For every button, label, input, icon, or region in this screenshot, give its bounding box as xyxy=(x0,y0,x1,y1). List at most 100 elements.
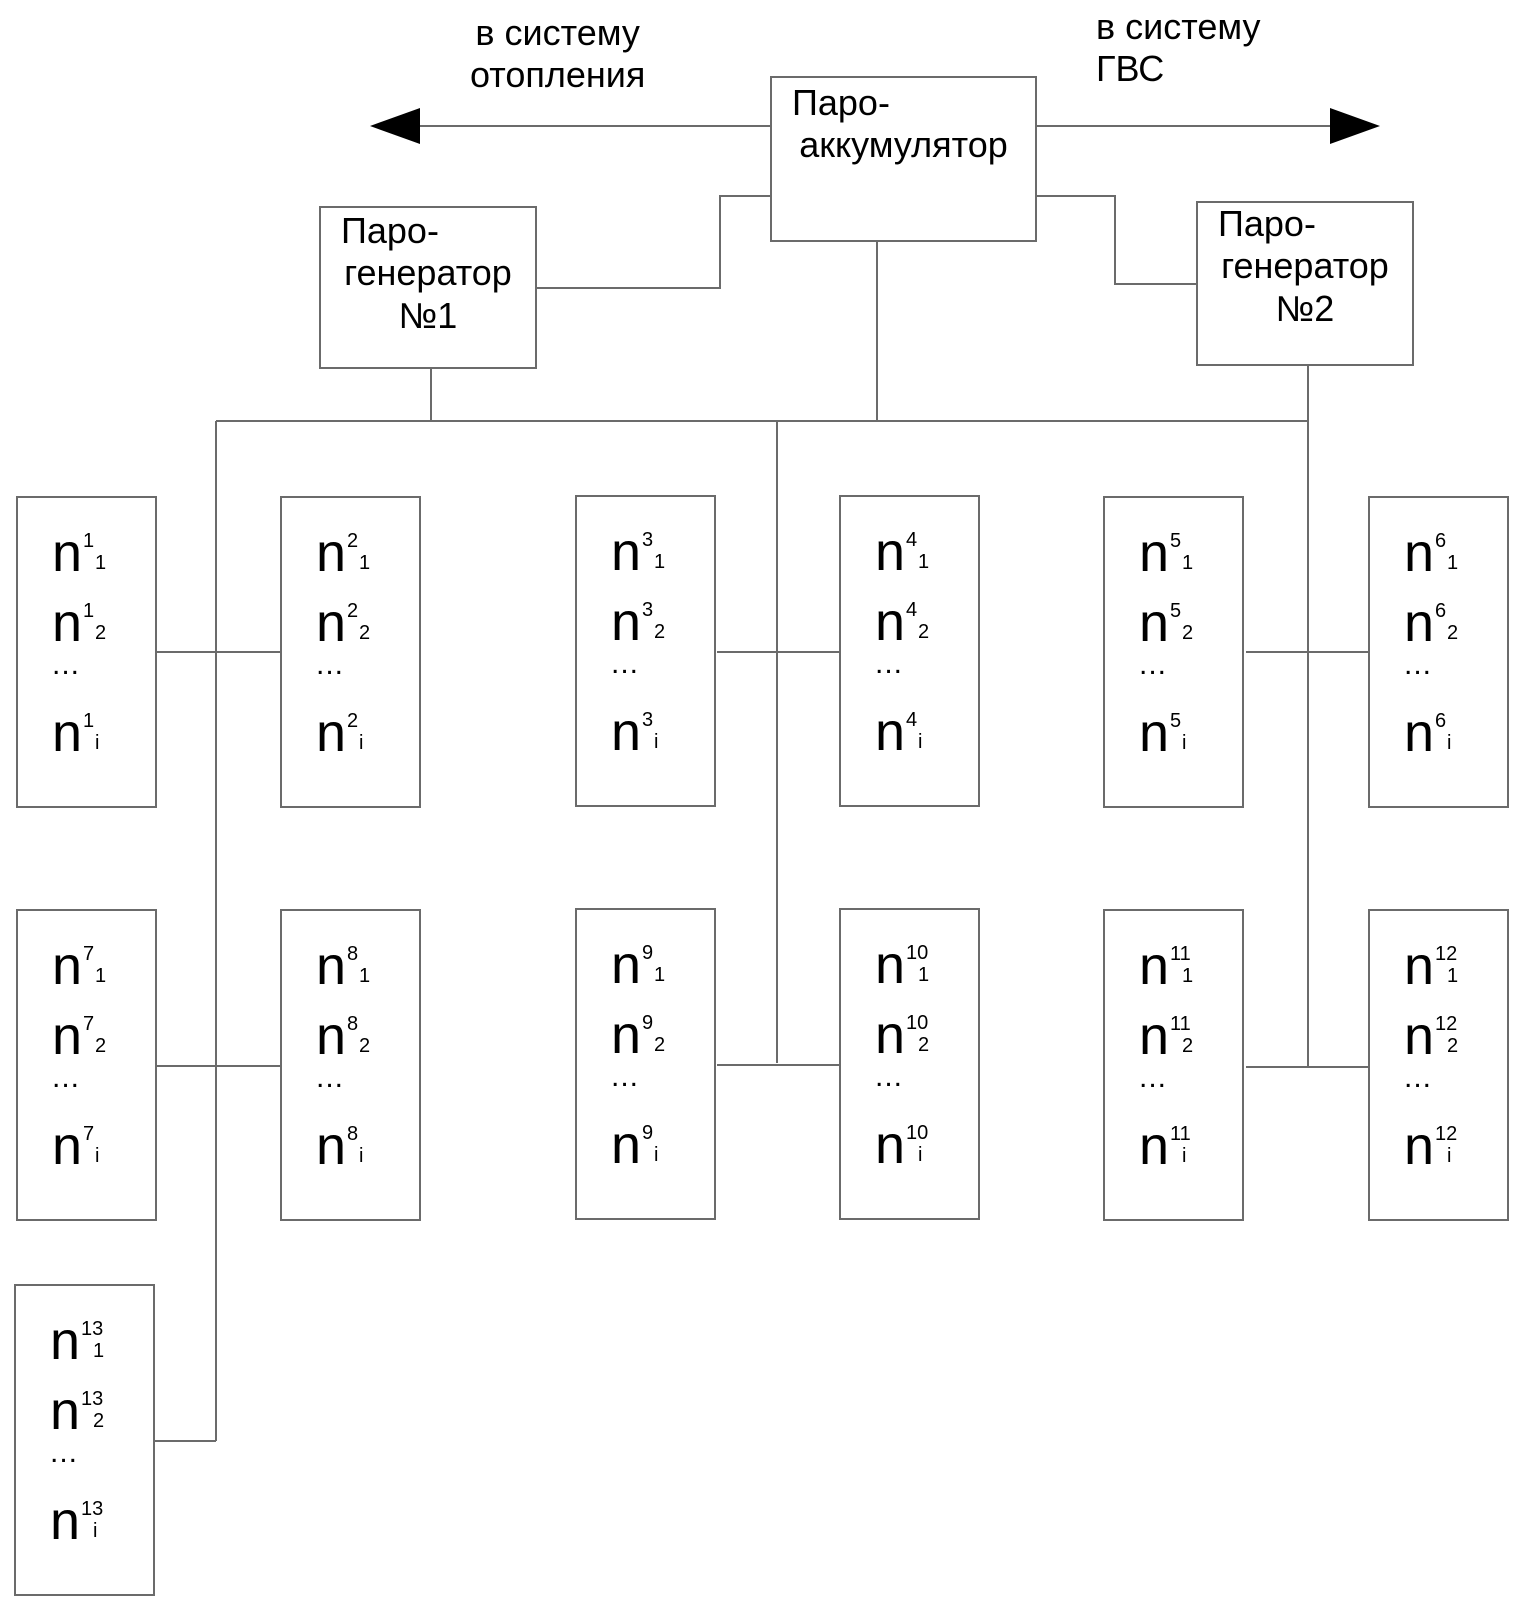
consumer-item-index: i xyxy=(1182,1145,1187,1167)
consumer-item-index: 2 xyxy=(1182,622,1194,644)
pipe-acc-gen2 xyxy=(1037,195,1196,285)
consumer-item-index: i xyxy=(1182,732,1187,754)
consumer-item-index: i xyxy=(918,1144,923,1166)
consumer-group-index: 2 xyxy=(347,710,359,732)
consumer-item-index: 1 xyxy=(95,552,107,574)
consumer-item-index: i xyxy=(95,1145,100,1167)
consumer-group-index: 7 xyxy=(83,943,95,965)
consumer-symbol: n xyxy=(611,522,642,582)
consumer-symbol: n xyxy=(52,523,83,583)
consumer-symbol: n xyxy=(611,702,642,762)
consumer-group-index: 4 xyxy=(906,709,918,731)
consumer-item-index: i xyxy=(1447,1145,1452,1167)
consumer-group-index: 5 xyxy=(1170,530,1182,552)
consumer-group-index: 1 xyxy=(83,600,95,622)
consumer-symbol: n xyxy=(316,593,347,653)
consumer-group-index: 4 xyxy=(906,529,918,551)
consumer-ellipsis: ... xyxy=(1139,648,1168,681)
arrow-right-icon xyxy=(1330,108,1380,144)
consumer-item-index: i xyxy=(359,732,364,754)
heating-caption-line-2: отопления xyxy=(470,54,646,96)
steam-generator-1-line-2: генератор xyxy=(344,252,512,294)
consumer-item-index: 2 xyxy=(95,622,107,644)
consumer-group-index: 12 xyxy=(1435,1123,1458,1145)
consumer-group-index: 13 xyxy=(81,1498,104,1520)
consumer-group-index: 11 xyxy=(1170,943,1191,965)
consumer-group-index: 5 xyxy=(1170,710,1182,732)
consumer-group-index: 13 xyxy=(81,1318,104,1340)
consumer-symbol: n xyxy=(1139,523,1170,583)
consumer-symbol: n xyxy=(611,1115,642,1175)
consumer-item-index: 2 xyxy=(1182,1035,1194,1057)
consumer-group-index: 1 xyxy=(83,530,95,552)
consumer-ellipsis: ... xyxy=(611,1060,640,1093)
steam-generator-2-label: Паро- генератор №2 xyxy=(1200,203,1410,330)
consumer-group-index: 11 xyxy=(1170,1013,1191,1035)
consumer-symbol: n xyxy=(875,935,906,995)
consumer-symbol: n xyxy=(316,1116,347,1176)
consumer-symbol: n xyxy=(1139,593,1170,653)
consumer-item-index: i xyxy=(359,1145,364,1167)
consumer-item-index: 2 xyxy=(1447,1035,1459,1057)
consumer-item-index: 1 xyxy=(918,551,930,573)
consumer-item-index: 2 xyxy=(654,621,666,643)
consumer-group-index: 12 xyxy=(1435,943,1458,965)
consumer-symbol: n xyxy=(1404,1006,1435,1066)
consumer-symbol: n xyxy=(1404,593,1435,653)
consumer-group-index: 6 xyxy=(1435,530,1447,552)
consumer-item-index: 1 xyxy=(1447,552,1459,574)
consumer-item-index: 1 xyxy=(654,551,666,573)
consumer-ellipsis: ... xyxy=(1404,648,1433,681)
steam-generator-2-line-1: Паро- xyxy=(1218,203,1316,244)
consumer-symbol: n xyxy=(1139,1006,1170,1066)
consumer-item-index: 2 xyxy=(93,1410,105,1432)
consumer-group-index: 3 xyxy=(642,529,654,551)
consumer-symbol: n xyxy=(875,702,906,762)
pipe-acc-gen1 xyxy=(537,195,770,289)
consumer-ellipsis: ... xyxy=(875,647,904,680)
consumer-ellipsis: ... xyxy=(1139,1061,1168,1094)
consumer-symbol: n xyxy=(50,1311,81,1371)
consumer-symbol: n xyxy=(1404,703,1435,763)
heating-caption: в систему отопления xyxy=(470,12,645,97)
consumer-ellipsis: ... xyxy=(1404,1061,1433,1094)
consumer-group-index: 5 xyxy=(1170,600,1182,622)
steam-accumulator-label-line-1: Паро- xyxy=(792,82,890,123)
consumer-group-index: 13 xyxy=(81,1388,104,1410)
consumer-group-index: 8 xyxy=(347,1123,359,1145)
steam-generator-1-line-3: №1 xyxy=(398,294,458,336)
consumer-item-index: 2 xyxy=(654,1034,666,1056)
consumer-ellipsis: ... xyxy=(316,648,345,681)
